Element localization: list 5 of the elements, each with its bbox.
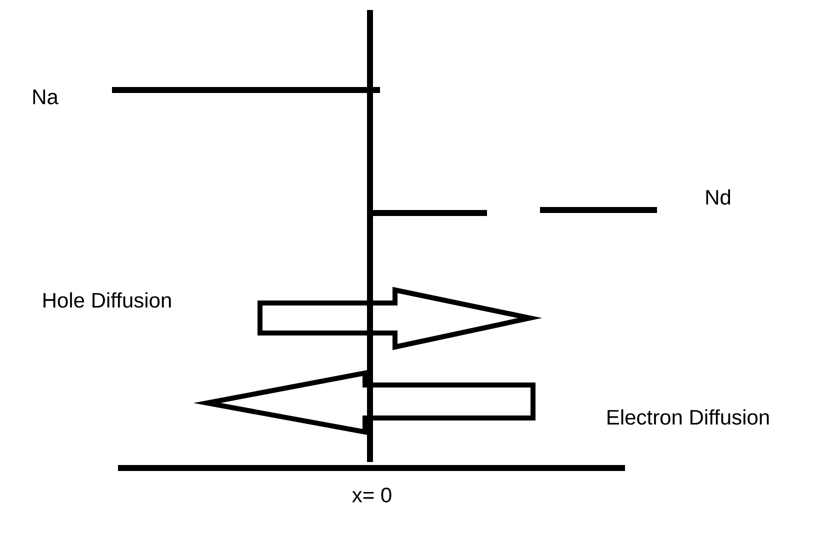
label: Na xyxy=(33,90,58,104)
label: Nd xyxy=(706,189,730,205)
label: x= 0 xyxy=(352,488,392,502)
label: Hole Diffusion xyxy=(44,292,171,308)
label: Electron Diffusion xyxy=(608,409,769,425)
